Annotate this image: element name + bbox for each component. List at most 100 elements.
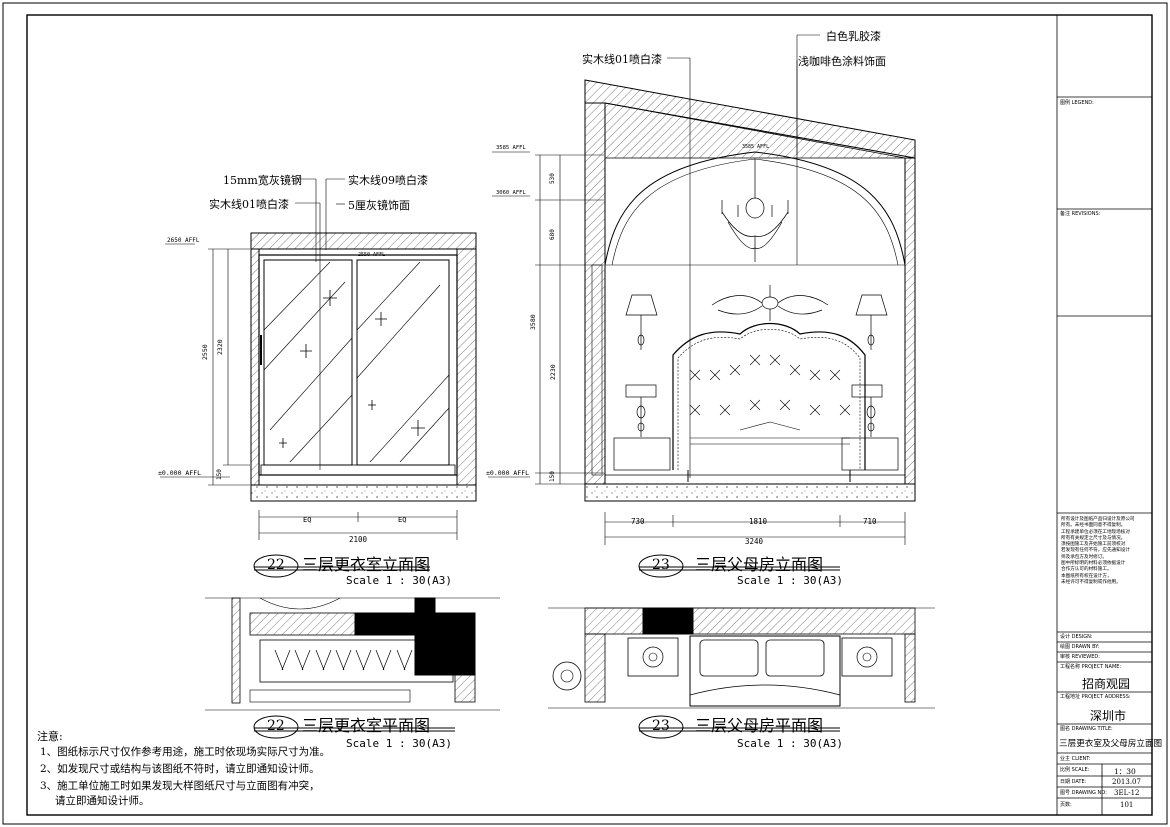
tb-scale: 1：30 [1114,767,1136,776]
note-1: 1、图纸标示尺寸仅作参考用途，施工时依现场实际尺寸为准。 [40,746,331,758]
level-inner: 2550 AFFL [358,252,386,258]
dim-3240: 3240 [745,537,764,546]
sparkle-marks [279,290,425,448]
tb-project-name: 招商观园 [1082,677,1131,691]
remark-line: 工程承建单位必须在工地现场核对 [1061,529,1130,535]
tb-address-label: 工程地址 PROJECT ADDRESS: [1060,694,1131,700]
title-block [1056,15,1152,815]
tb-date-label: 日期 DATE: [1060,779,1087,785]
arched-ceiling [604,151,906,266]
note-3: 3、施工单位施工时如果发现大样图纸尺寸与立面图有冲突， [40,780,320,792]
headboard [672,323,866,470]
callout-bedroom-wood-trim: 实木线01喷白漆 [582,53,662,66]
dim-730: 730 [631,517,645,526]
mirror-reflection-lines [263,261,450,463]
scale-wardrobe-plan: Scale 1 : 30(A3) [346,737,452,750]
right-wall [456,248,477,486]
dim-2320: 2320 [216,339,224,355]
dim-2550: 2550 [201,344,209,360]
floor-slab [250,484,477,502]
index-23-elev: 23 [652,557,670,573]
title-bedroom-plan: 三层父母房平面图 [695,716,824,735]
bedroom-floor [584,483,916,502]
remark-line: 合作方认可的材料施工。 [1061,567,1112,573]
level-ceiling-inner: 3585 AFFL [742,144,770,150]
wardrobe-leaders [295,178,345,470]
tb-drawn-by: 绘图 DRAWN BY: [1060,644,1100,650]
callout-coffee-coating: 浅咖啡色涂料饰面 [798,55,886,68]
wardrobe-elevation [160,178,477,540]
tb-address: 深圳市 [1090,709,1127,723]
ceiling-slab [250,232,477,250]
level-top: 2650 AFFL [167,237,200,244]
index-22-plan: 22 [267,718,285,734]
nightstands-and-lamps [613,294,899,471]
dim-2100: 2100 [349,535,368,544]
remark-line: 所有有关规定之尺寸及与情况。 [1061,535,1126,541]
dim-710: 710 [863,517,877,526]
dim-2230: 2230 [549,364,557,380]
dim-3580: 3580 [529,314,537,330]
tb-page-label: 页数: [1060,802,1072,808]
level-floor-bedroom: ±0.000 AFFL [486,469,530,477]
callout-wood-trim-01: 实木线01喷白漆 [209,198,289,211]
sloped-roof-slab [584,79,916,159]
dim-eq-right: EQ [398,516,407,524]
note-4: 请立即通知设计师。 [55,795,150,807]
remark-line: 所有设计及图纸产品归设计及原公司 [1061,517,1135,522]
bedroom-elevation [488,34,916,545]
remark-line: 师及承包方及时修订。 [1061,554,1107,560]
bedroom-right-wall [904,157,916,485]
dim-680: 680 [549,229,556,240]
wardrobe-frame [258,254,458,476]
tb-date: 2013.07 [1112,778,1141,786]
scale-wardrobe-elevation: Scale 1 : 30(A3) [346,574,452,587]
headboard-tufting [689,354,851,445]
dim-530: 530 [549,173,556,184]
tb-checked: 审核 REVIEWED: [1060,654,1100,660]
remark-line: 须按图施工及开始施工前须校对 [1061,542,1126,548]
dim-150: 150 [216,469,223,480]
bed-plan [689,635,841,707]
tb-drawing-no: 3EL-12 [1114,789,1140,797]
bedroom-plan [548,607,935,709]
remark-line: 未经许可不得复制或作他用。 [1061,579,1121,585]
view-title-markers [253,554,840,739]
tb-legend: 图例 LEGEND: [1060,100,1094,106]
chandelier [721,159,789,262]
dim-150-bedroom: 150 [549,471,556,482]
tb-drawing-no-label: 图号 DRAWING NO: [1060,790,1107,796]
tb-project-name-label: 工程名称 PROJECT NAME: [1060,664,1122,670]
bedroom-dimension-lines [488,151,906,545]
scale-bedroom-elevation: Scale 1 : 30(A3) [737,574,843,587]
callout-mirror-steel: 15mm宽灰镜钢 [223,174,302,187]
tb-design: 设计 DESIGN: [1060,634,1093,640]
wardrobe-plan [205,597,500,711]
mirror-door-left [263,259,353,466]
level-3585: 3585 AFFL [496,145,526,151]
callout-grey-mirror: 5厘灰镜饰面 [348,199,410,212]
title-wardrobe-elevation: 三层更衣室立面图 [302,555,431,574]
bedroom-leaders [667,34,820,478]
note-2: 2、如发现尺寸或结构与该图纸不符时，请立即通知设计师。 [40,763,320,775]
remark-line: 若发现有任何不符，应先通知设计 [1061,548,1130,554]
callout-white-latex: 白色乳胶漆 [826,30,881,43]
tb-drawing-title-label: 图名 DRAWING TITLE: [1060,726,1113,732]
scale-bedroom-plan: Scale 1 : 30(A3) [737,737,843,750]
callout-wood-trim-09: 实木线09喷白漆 [348,174,428,187]
tb-client-label: 业主 CLIENT: [1060,756,1091,762]
tb-drawing-title: 三层更衣室及父母房立面图 [1059,739,1163,749]
left-wall [250,248,260,486]
dim-eq-left: EQ [303,516,312,524]
remark-line: 本图纸所有权在设计方， [1061,573,1112,579]
tb-page: 101 [1120,801,1134,809]
index-22-elev: 22 [267,557,285,573]
tb-remarks: 所有设计及图纸产品归设计及原公司 所有。未经书面同意不得复制。 工程承建单位必须… [1061,517,1157,586]
notes-heading: 注意: [37,730,63,743]
skirting [260,464,456,476]
dim-1810: 1810 [749,517,768,526]
remark-line: 所有。未经书面同意不得复制。 [1061,523,1126,529]
